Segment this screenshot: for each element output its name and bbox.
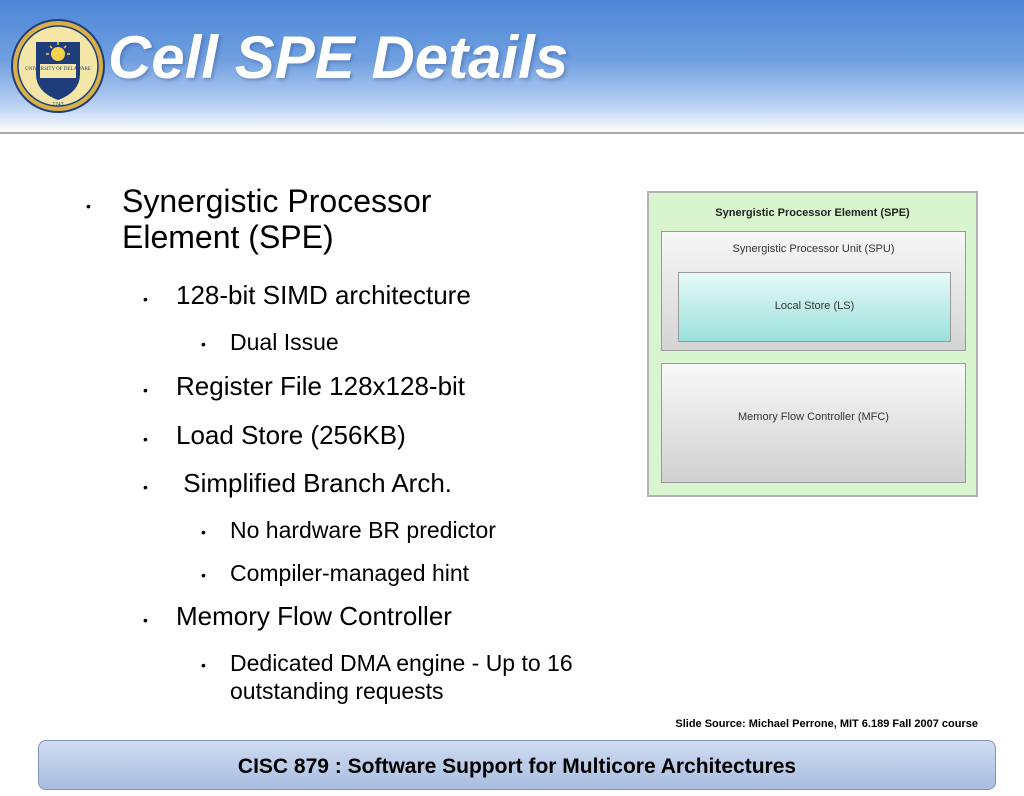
bullet-item: 128-bit SIMD architecture — [176, 280, 471, 310]
spe-diagram: Synergistic Processor Element (SPE) Syne… — [647, 191, 978, 497]
slide-title: Cell SPE Details — [108, 24, 569, 91]
bullet-dot: • — [143, 291, 148, 307]
bullet-item: No hardware BR predictor — [230, 517, 496, 543]
bullet-dot: • — [201, 657, 206, 673]
bullet-dot: • — [201, 567, 206, 583]
bullet-dot: • — [143, 431, 148, 447]
local-store-box: Local Store (LS) — [678, 272, 951, 342]
mfc-label: Memory Flow Controller (MFC) — [738, 411, 889, 423]
bullet-dot: • — [143, 479, 148, 495]
slide-footer: CISC 879 : Software Support for Multicor… — [38, 740, 996, 790]
slide-source: Slide Source: Michael Perrone, MIT 6.189… — [675, 718, 978, 730]
bullet-item: Load Store (256KB) — [176, 420, 406, 450]
bullet-item: Register File 128x128-bit — [176, 371, 466, 401]
slide-header: UNIVERSITY OF DELAWARE 1743 Cell SPE Det… — [0, 0, 1024, 134]
spu-label: Synergistic Processor Unit (SPU) — [732, 243, 895, 255]
svg-text:UNIVERSITY OF DELAWARE: UNIVERSITY OF DELAWARE — [25, 67, 91, 72]
university-of-delaware-seal-icon: UNIVERSITY OF DELAWARE 1743 — [11, 19, 105, 113]
bullet-item: Dedicated DMA engine - Up to 16 outstand… — [230, 650, 573, 704]
bullet-item: Simplified Branch Arch. — [176, 468, 453, 498]
mfc-box: Memory Flow Controller (MFC) — [661, 363, 966, 483]
spu-box: Synergistic Processor Unit (SPU) Local S… — [661, 231, 966, 351]
bullet-item: Dual Issue — [230, 329, 339, 355]
local-store-label: Local Store (LS) — [774, 300, 855, 312]
footer-text: CISC 879 : Software Support for Multicor… — [237, 755, 797, 778]
bullet-dot: • — [201, 524, 206, 540]
bullet-dot: • — [143, 612, 148, 628]
bullet-item: Synergistic Processor Element (SPE) — [122, 183, 432, 255]
bullet-item: Compiler-managed hint — [230, 560, 470, 586]
svg-text:1743: 1743 — [52, 102, 63, 108]
bullet-dot: • — [86, 198, 91, 214]
bullet-item: Memory Flow Controller — [176, 601, 452, 631]
bullet-dot: • — [143, 382, 148, 398]
bullet-dot: • — [201, 336, 206, 352]
diagram-title: Synergistic Processor Element (SPE) — [715, 207, 910, 219]
